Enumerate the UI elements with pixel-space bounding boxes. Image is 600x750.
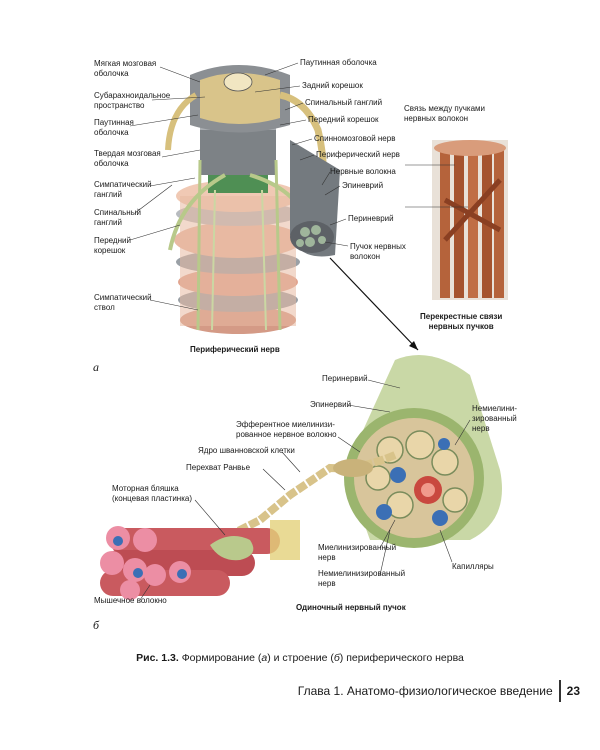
label-perineurium-b: Перинервий [322,374,368,383]
label-spinal-nerve: Спинномозговой нерв [314,134,396,143]
label-anterior-root-right: Передний корешок [308,115,379,124]
page-number: 23 [566,684,580,698]
figure-a-title: Периферический нерв [190,345,280,354]
spine-illustration [165,65,340,334]
label-muscle-fiber: Мышечное волокно [94,596,167,605]
figure-caption: Рис. 1.3. Формирование (а) и строение (б… [0,652,600,664]
label-nerve-fibers: Нервные волокна [330,167,396,176]
cross-link-inset [405,140,508,300]
caption-text-2: ) и строение ( [267,652,334,664]
label-peripheral-nerve: Периферический нерв [316,150,400,159]
label-epineurium-b: Эпинервий [310,400,352,409]
label-perineurium-a: Периневрий [348,214,394,223]
label-spinal-ganglion-right: Спинальный ганглий [305,98,383,107]
label-arachnoid-right: Паутинная оболочка [300,58,377,67]
figure-b-title: Одиночный нервный пучок [296,603,406,612]
label-schwann-nucleus: Ядро шванновской клетки [198,446,295,455]
label-capillaries: Капилляры [452,562,494,571]
leader-lines-b [139,379,471,601]
panel-label-b: б [93,618,100,632]
label-posterior-root: Задний корешок [302,81,363,90]
caption-b: б [333,652,340,664]
leader-lines-a [129,62,349,311]
panel-label-a: а [93,360,99,374]
caption-a: а [261,652,268,664]
label-motor-plate: Моторная бляшка(концевая пластинка) [112,484,193,503]
caption-text-1: Формирование ( [178,652,262,664]
label-efferent-fiber: Эфферентное миелинизи-рованное нервное в… [236,420,337,439]
caption-text-3: ) периферического нерва [339,652,464,664]
page-footer: Глава 1. Анатомо-физиологическое введени… [298,680,580,702]
caption-prefix: Рис. 1.3. [136,652,179,664]
label-ranvier-node: Перехват Ранвье [186,463,251,472]
nerve-bundle-illustration [100,355,502,600]
chapter-title: Глава 1. Анатомо-физиологическое введени… [297,684,553,698]
footer-divider [558,680,561,702]
label-epineurium-a: Эпиневрий [342,181,384,190]
